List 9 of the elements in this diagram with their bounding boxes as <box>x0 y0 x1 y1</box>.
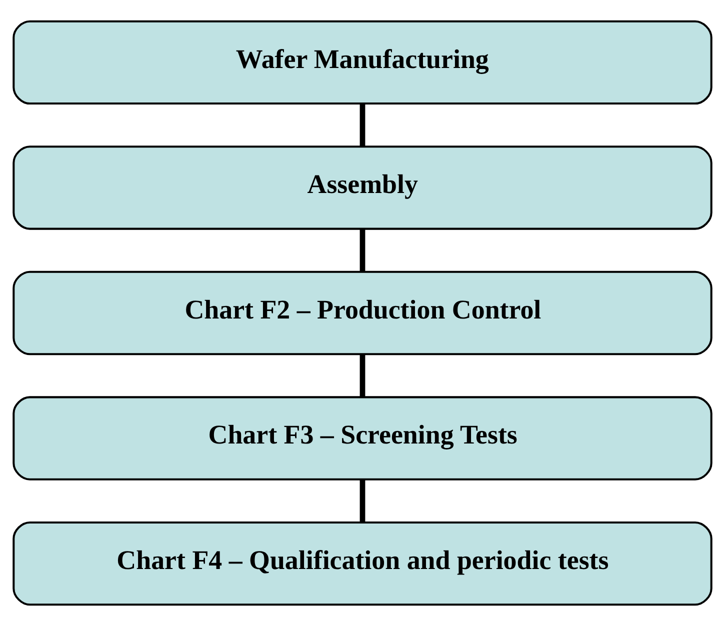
node-box: Chart F2 – Production Control <box>12 270 712 355</box>
connector <box>360 228 366 272</box>
node-box: Assembly <box>12 145 712 230</box>
node-box: Wafer Manufacturing <box>12 20 712 104</box>
node-box: Chart F3 – Screening Tests <box>12 396 712 480</box>
connector <box>360 478 366 522</box>
connector <box>360 354 366 396</box>
connector <box>360 103 366 146</box>
node-box: Chart F4 – Qualification and periodic tests <box>12 520 712 606</box>
